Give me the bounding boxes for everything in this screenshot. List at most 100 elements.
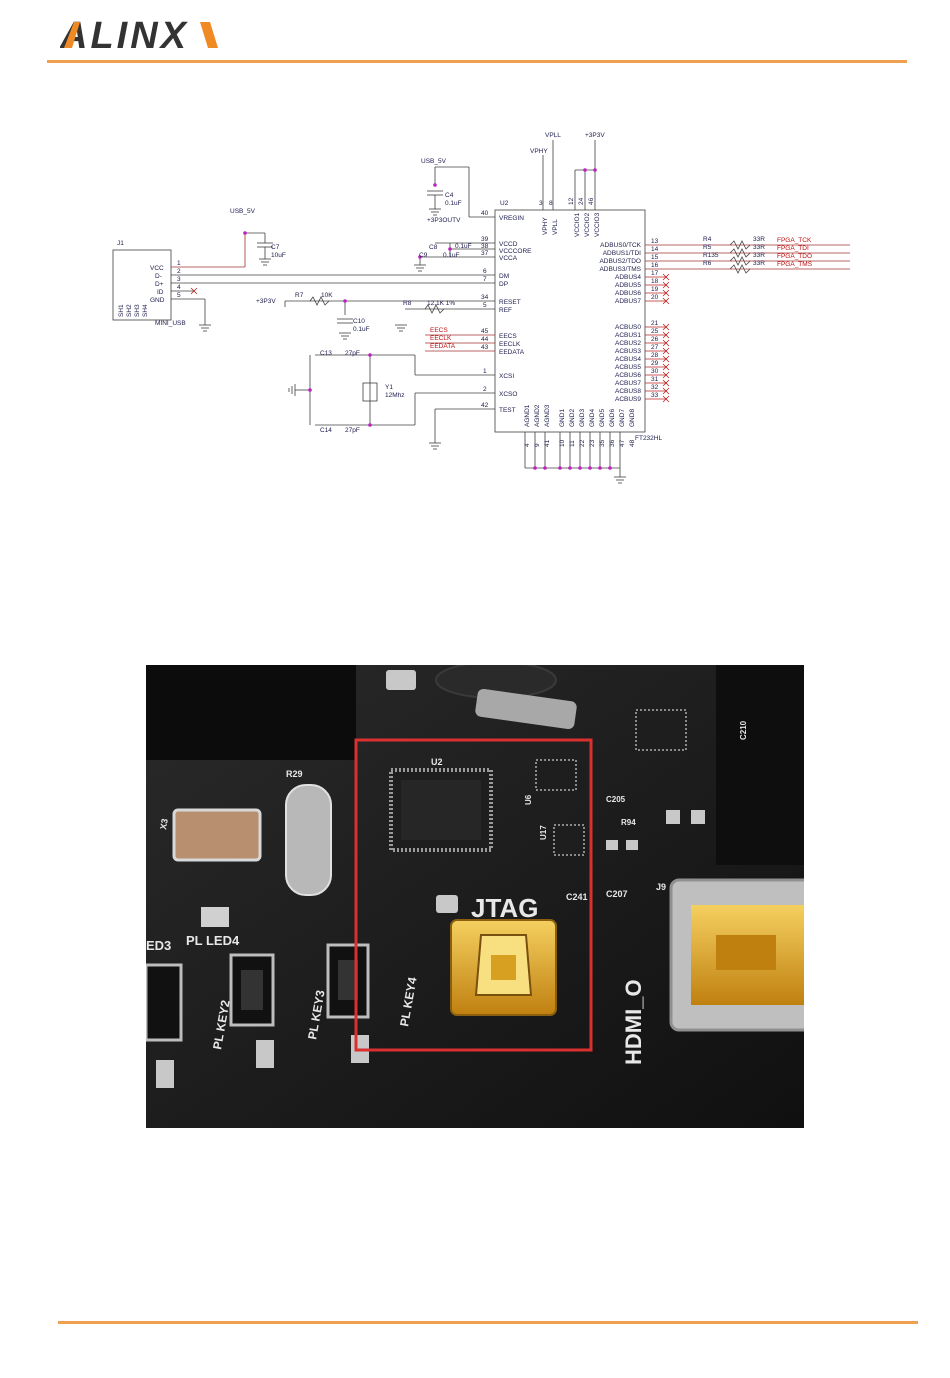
- r8-resistor: [424, 304, 445, 314]
- u2-part: FT232HL: [635, 435, 662, 442]
- r5-resistor: [729, 248, 751, 258]
- j1-connector-body: [112, 249, 172, 321]
- pl-key2-button: [229, 953, 275, 1027]
- j1-pin-gnd: GND: [150, 297, 165, 304]
- u2-pin-num: 8: [549, 200, 553, 207]
- u2-pin-name: GND4: [589, 409, 596, 427]
- u2-pin-num: 24: [578, 197, 585, 205]
- u2-pin-name: ACBUS8: [615, 388, 641, 395]
- u2-pin-num: 42: [481, 402, 489, 409]
- c9-value: 0.1uF: [443, 252, 460, 259]
- net-fpga-tdo: FPGA_TDO: [777, 253, 812, 260]
- r7-value: 10K: [321, 292, 333, 299]
- u2-pin-num: 22: [579, 439, 586, 447]
- c14-value: 27pF: [345, 427, 360, 434]
- r4-value: 33R: [753, 236, 765, 243]
- pcb-label-hdmi: HDMI_O: [621, 979, 646, 1065]
- u2-pin-num: 37: [481, 250, 489, 257]
- pcb-label-j9: J9: [656, 882, 666, 892]
- u2-pin-name: GND3: [579, 409, 586, 427]
- u2-pin-num: 46: [588, 197, 595, 205]
- u2-pin-name: AGND2: [534, 404, 541, 427]
- u6-chip: [535, 759, 577, 791]
- j1-name: MINI_USB: [155, 320, 186, 327]
- j1-pin-num-3: 3: [177, 276, 181, 283]
- r5-value: 33R: [753, 244, 765, 251]
- j1-shield-3: SH3: [134, 304, 141, 317]
- u2-pin-name: ACBUS2: [615, 340, 641, 347]
- c10-value: 0.1uF: [353, 326, 370, 333]
- partial-button: [146, 963, 183, 1042]
- net-fpga-tdi: FPGA_TDI: [777, 245, 809, 252]
- c9-ref: C9: [419, 252, 428, 259]
- j1-pin-num-5: 5: [177, 292, 181, 299]
- u2-pin-name: EECS: [499, 333, 517, 340]
- j1-pin-dm: D-: [155, 273, 162, 280]
- u2-pin-num: 35: [599, 439, 606, 447]
- u2-pin-name: GND8: [629, 409, 636, 427]
- j1-shield-1: SH1: [118, 304, 125, 317]
- pcb-label-jtag: JTAG: [471, 893, 538, 923]
- net-fpga-tms: FPGA_TMS: [777, 261, 813, 268]
- r135-value: 33R: [753, 252, 765, 259]
- u2-pin-num: 43: [481, 344, 489, 351]
- jtag-highlight-box: [354, 738, 593, 1052]
- sch-vphy-label: VPHY: [530, 148, 548, 155]
- y1-value: 12Mhz: [385, 392, 405, 399]
- u2-pin-name: DM: [499, 273, 509, 280]
- j1-pin-dp: D+: [155, 281, 164, 288]
- u2-pin-name: ADBUS4: [615, 274, 641, 281]
- u2-pin-name: XCSI: [499, 373, 514, 380]
- pcb-label-c207: C207: [606, 889, 628, 899]
- u2-pin-num: 44: [481, 336, 489, 343]
- u2-pin-name: ACBUS1: [615, 332, 641, 339]
- u2-pin-name: ADBUS3/TMS: [599, 266, 641, 273]
- u2-pin-num: 40: [481, 210, 489, 217]
- r6-value: 33R: [753, 260, 765, 267]
- j1-pin-num-4: 4: [177, 284, 181, 291]
- r135-ref: R135: [703, 252, 719, 259]
- pcb-label-c210: C210: [739, 720, 748, 740]
- j1-pin-id: ID: [157, 289, 164, 296]
- u2-pin-num: 47: [619, 439, 626, 447]
- u2-pin-name: DP: [499, 281, 508, 288]
- u2-pin-num: 2: [483, 386, 487, 393]
- u2-pin-num: 29: [651, 360, 659, 367]
- u2-pin-name: GND7: [619, 409, 626, 427]
- pcb-label-c205: C205: [606, 795, 626, 804]
- pcb-label-r94: R94: [621, 818, 636, 827]
- crystal-can: [285, 784, 332, 896]
- u2-pin-num: 15: [651, 254, 659, 261]
- sch-3p3outv-label: +3P3OUTV: [427, 217, 461, 224]
- u2-right-pins: ADBUS0/TCK 13 ADBUS1/TDI 14 ADBUS2/TDO 1…: [599, 238, 658, 403]
- alinx-logo: ALINX: [60, 15, 218, 54]
- j1-shield-4: SH4: [142, 304, 149, 317]
- c8-ref: C8: [429, 244, 438, 251]
- pcb-label-r29: R29: [286, 769, 303, 779]
- u2-pin-name: ACBUS9: [615, 396, 641, 403]
- u2-pin-num: 7: [483, 276, 487, 283]
- sch-usb5v-label-1: USB_5V: [230, 208, 256, 215]
- j1-shield-2: SH2: [126, 304, 133, 317]
- u2-pin-name: ADBUS1/TDI: [603, 250, 641, 257]
- pl-led4: [201, 907, 229, 927]
- u2-pin-num: 1: [483, 368, 487, 375]
- u2-pin-name: ADBUS7: [615, 298, 641, 305]
- u2-pin-name: ACBUS3: [615, 348, 641, 355]
- u2-pin-name: VCCIO2: [584, 212, 591, 237]
- u2-left-pins: 40 VREGIN 39 VCCD 38 VCCCORE 37 VCCA 6 D…: [481, 210, 532, 414]
- u2-pin-name: VCCIO1: [574, 212, 581, 237]
- top-chip: [635, 709, 687, 751]
- net-eecs: EECS: [430, 327, 448, 334]
- c7-ref: C7: [271, 244, 280, 251]
- r5-ref: R5: [703, 244, 712, 251]
- c8-value: 0.1uF: [455, 243, 472, 250]
- sch-vpll-label: VPLL: [545, 132, 561, 139]
- footer-rule: [58, 1321, 918, 1324]
- u2-pin-name: VCCIO3: [594, 212, 601, 237]
- u2-pin-num: 14: [651, 246, 659, 253]
- u2-pin-num: 6: [483, 268, 487, 275]
- u2-pin-name: ADBUS2/TDO: [599, 258, 641, 265]
- u2-pin-name: GND2: [569, 409, 576, 427]
- u2-pin-num: 20: [651, 294, 659, 301]
